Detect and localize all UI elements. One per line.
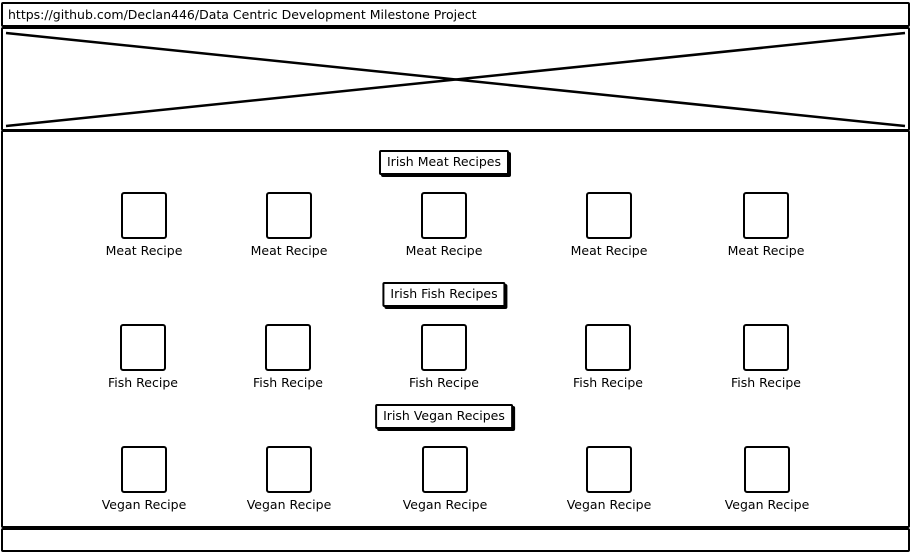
recipe-label: Meat Recipe: [250, 243, 328, 258]
footer: [1, 528, 910, 552]
recipe-label: Fish Recipe: [731, 375, 801, 390]
vegan-recipe-card[interactable]: Vegan Recipe: [559, 446, 659, 512]
address-bar-url: https://github.com/Declan446/Data Centri…: [8, 7, 477, 22]
recipe-thumbnail[interactable]: [265, 324, 311, 371]
vegan-recipe-card[interactable]: Vegan Recipe: [94, 446, 194, 512]
recipe-thumbnail[interactable]: [121, 192, 167, 239]
recipe-label: Vegan Recipe: [101, 497, 187, 512]
recipe-thumbnail[interactable]: [121, 446, 167, 493]
recipe-label: Fish Recipe: [573, 375, 643, 390]
meat-recipe-card[interactable]: Meat Recipe: [239, 192, 339, 258]
recipe-thumbnail[interactable]: [120, 324, 166, 371]
recipe-thumbnail[interactable]: [421, 192, 467, 239]
meat-recipe-card[interactable]: Meat Recipe: [94, 192, 194, 258]
recipe-thumbnail[interactable]: [266, 192, 312, 239]
recipe-label: Meat Recipe: [105, 243, 183, 258]
recipe-label: Vegan Recipe: [246, 497, 332, 512]
recipe-thumbnail[interactable]: [422, 446, 468, 493]
recipes-panel: Irish Meat Recipes Meat Recipe Meat Reci…: [1, 130, 910, 528]
image-placeholder-icon: [5, 31, 906, 128]
address-bar[interactable]: https://github.com/Declan446/Data Centri…: [1, 2, 910, 27]
recipe-thumbnail[interactable]: [586, 192, 632, 239]
recipe-label: Fish Recipe: [409, 375, 479, 390]
meat-recipe-card[interactable]: Meat Recipe: [716, 192, 816, 258]
meat-recipe-card[interactable]: Meat Recipe: [394, 192, 494, 258]
recipe-label: Meat Recipe: [405, 243, 483, 258]
recipe-label: Vegan Recipe: [566, 497, 652, 512]
recipe-label: Meat Recipe: [570, 243, 648, 258]
recipe-label: Vegan Recipe: [402, 497, 488, 512]
recipe-thumbnail[interactable]: [585, 324, 631, 371]
recipe-thumbnail[interactable]: [743, 324, 789, 371]
fish-recipe-card[interactable]: Fish Recipe: [716, 324, 816, 390]
fish-recipe-card[interactable]: Fish Recipe: [238, 324, 338, 390]
meat-recipe-card[interactable]: Meat Recipe: [559, 192, 659, 258]
recipe-label: Meat Recipe: [727, 243, 805, 258]
fish-section-title: Irish Fish Recipes: [382, 282, 506, 307]
vegan-section-title: Irish Vegan Recipes: [375, 404, 513, 429]
vegan-recipe-card[interactable]: Vegan Recipe: [395, 446, 495, 512]
recipe-label: Vegan Recipe: [724, 497, 810, 512]
recipe-thumbnail[interactable]: [744, 446, 790, 493]
recipe-label: Fish Recipe: [253, 375, 323, 390]
fish-recipe-card[interactable]: Fish Recipe: [93, 324, 193, 390]
recipe-thumbnail[interactable]: [586, 446, 632, 493]
recipe-thumbnail[interactable]: [421, 324, 467, 371]
vegan-recipe-card[interactable]: Vegan Recipe: [239, 446, 339, 512]
recipe-label: Fish Recipe: [108, 375, 178, 390]
vegan-recipe-card[interactable]: Vegan Recipe: [717, 446, 817, 512]
fish-recipe-card[interactable]: Fish Recipe: [394, 324, 494, 390]
recipe-thumbnail[interactable]: [266, 446, 312, 493]
recipe-thumbnail[interactable]: [743, 192, 789, 239]
fish-recipe-card[interactable]: Fish Recipe: [558, 324, 658, 390]
hero-image-placeholder: [1, 27, 910, 131]
meat-section-title: Irish Meat Recipes: [378, 150, 510, 175]
